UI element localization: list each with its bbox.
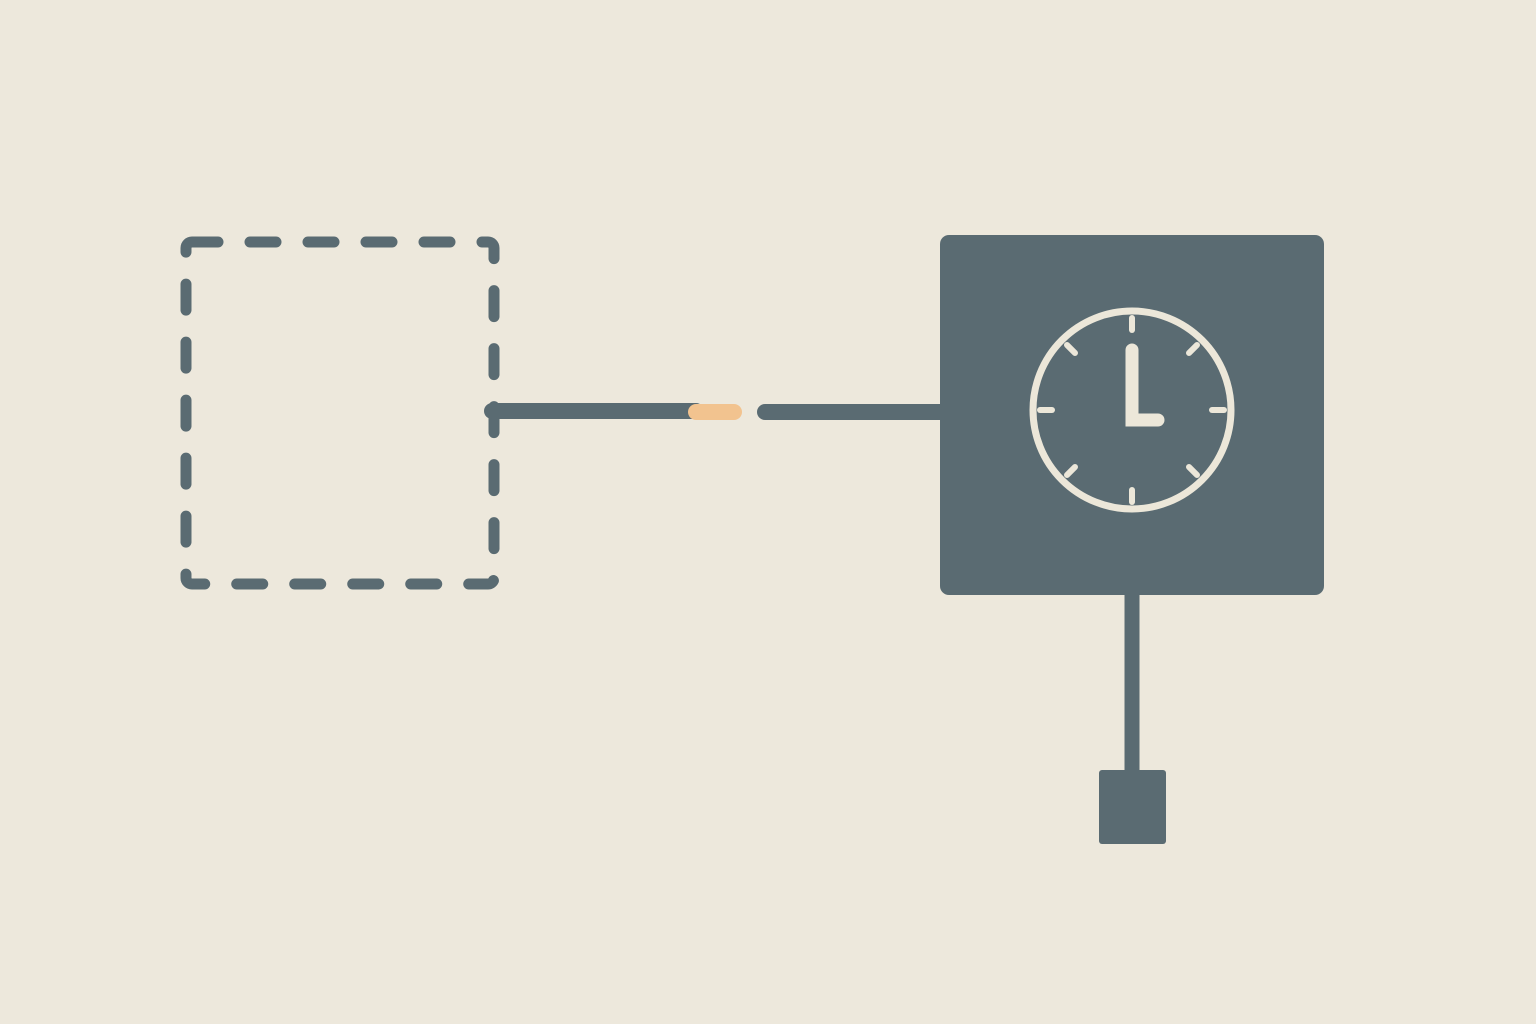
- clock-tick-10-30: [1064, 342, 1078, 356]
- clock-tick-7-30: [1064, 464, 1078, 478]
- clock-icon: [1029, 307, 1235, 513]
- anchor-block: [1099, 770, 1166, 844]
- clock-face: [1029, 307, 1235, 513]
- clock-tick-4-30: [1186, 464, 1200, 478]
- clock-hands: [1125, 343, 1165, 427]
- clock-tick-1-30: [1186, 342, 1200, 356]
- placeholder-dashed-square: [180, 236, 500, 590]
- clock-ticks: [1037, 315, 1227, 505]
